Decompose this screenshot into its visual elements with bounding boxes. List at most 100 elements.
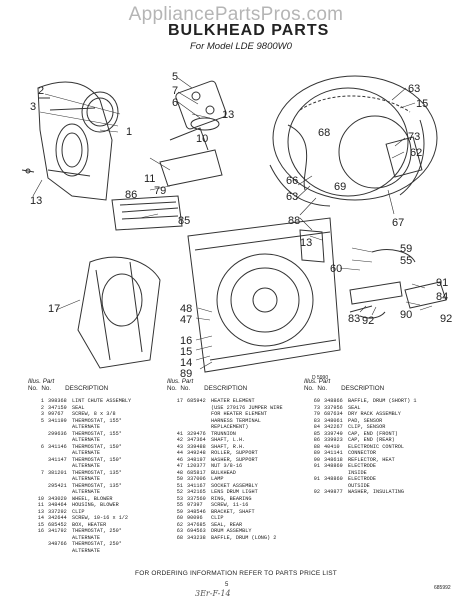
callout-label: 15 — [180, 346, 192, 358]
part-description: THERMOSTAT, 135° — [72, 469, 122, 476]
illus-no: 17 — [176, 398, 183, 404]
part-description: BAFFLE, DRUM (SHORT) 1 — [348, 398, 417, 404]
part-no: 339923 — [324, 437, 343, 443]
bulkhead-panel — [37, 81, 119, 201]
table-row: HARNESS TERMINAL — [167, 418, 295, 425]
callout-label: 66 — [286, 175, 298, 187]
illus-no: 52 — [176, 489, 183, 495]
screws — [21, 97, 50, 174]
illus-no: 59 — [176, 508, 183, 515]
part-no: 348197 — [187, 456, 206, 463]
part-no: 398368 — [48, 398, 67, 404]
illus-no: 43 — [176, 443, 183, 450]
callout-label: 63 — [286, 191, 298, 203]
part-no: 685452 — [48, 521, 67, 528]
table-row: ALTERNATE — [28, 437, 156, 444]
part-description: ALTERNATE — [72, 476, 101, 482]
part-description: WASHER, SUPPORT — [211, 456, 258, 463]
diagram-code: D 5990 — [312, 375, 329, 381]
part-no: 342644 — [48, 515, 67, 521]
illus-no: 10 — [37, 495, 44, 502]
part-no: 99767 — [48, 411, 64, 417]
illus-no: 60 — [176, 515, 183, 521]
illus-no: 88 — [313, 443, 320, 450]
table-row: ALTERNATE — [28, 450, 156, 457]
part-description: ALTERNATE — [72, 450, 101, 456]
part-no: 337560 — [187, 495, 206, 502]
illus-no: 13 — [37, 508, 44, 515]
part-no: 341199 — [48, 417, 67, 424]
callout-label: 16 — [180, 335, 192, 347]
part-no: 342165 — [187, 489, 206, 495]
illus-no: 51 — [176, 482, 183, 489]
part-no: 381201 — [48, 469, 67, 476]
callout-label: 6 — [172, 97, 178, 109]
illus-no: 7 — [40, 469, 44, 476]
part-no: 348866 — [324, 398, 343, 404]
page-number: 5 — [225, 582, 229, 588]
part-description: THERMOSTAT, 155° — [72, 417, 122, 424]
part-description: ALTERNATE — [72, 463, 101, 469]
illus-no: 86 — [313, 437, 320, 443]
part-no: 341792 — [48, 528, 67, 534]
callout-label: 2 — [38, 85, 44, 97]
part-description: LAMP — [211, 476, 224, 482]
part-no: 349248 — [187, 450, 206, 456]
callout-label: 68 — [318, 127, 330, 139]
part-description: SEAL — [72, 404, 85, 411]
page-title: BULKHEAD PARTS — [168, 22, 330, 39]
part-description: CLIP — [72, 508, 85, 515]
callout-label: 48 — [180, 303, 192, 315]
part-no: 348860 — [324, 476, 343, 482]
callout-label: 7 — [172, 85, 178, 97]
part-no: 348061 — [324, 417, 343, 424]
table-row: ALTERNATE — [28, 424, 156, 431]
illus-no: 3 — [40, 411, 44, 417]
part-description: NUT 3/8-16 — [211, 463, 243, 469]
blower-housing — [77, 256, 161, 369]
callout-label: 85 — [178, 215, 190, 227]
part-description: SOCKET ASSEMBLY — [211, 482, 258, 489]
part-description: ALTERNATE — [72, 489, 101, 495]
table-row: ALTERNATE — [28, 535, 156, 542]
watermark: AppliancePartsPros.com — [128, 4, 344, 25]
callout-label: 13 — [300, 237, 312, 249]
col2-header: Illus. Part No. No. DESCRIPTION — [167, 378, 248, 392]
part-no: 295421 — [48, 482, 67, 489]
part-description: REPLACEMENT) — [211, 424, 249, 430]
model-subtitle: For Model LDE 9800W0 — [190, 41, 292, 52]
part-no: 347159 — [48, 404, 67, 411]
callout-label: 90 — [400, 309, 412, 321]
illus-no: 15 — [37, 521, 44, 528]
callout-label: 69 — [334, 181, 346, 193]
part-description: THERMOSTAT, 150° — [72, 443, 122, 450]
part-description: INSIDE — [348, 469, 367, 476]
table-row: ALTERNATE — [28, 476, 156, 483]
callout-label: 13 — [222, 109, 234, 121]
part-no: 347685 — [187, 521, 206, 528]
callout-label: 3 — [30, 101, 36, 113]
part-description: CLIP, SENSOR — [348, 424, 386, 430]
illus-no: 90 — [313, 456, 320, 463]
part-no: 342267 — [324, 424, 343, 430]
part-no: 348869 — [324, 463, 343, 469]
illus-no: 62 — [176, 521, 183, 528]
